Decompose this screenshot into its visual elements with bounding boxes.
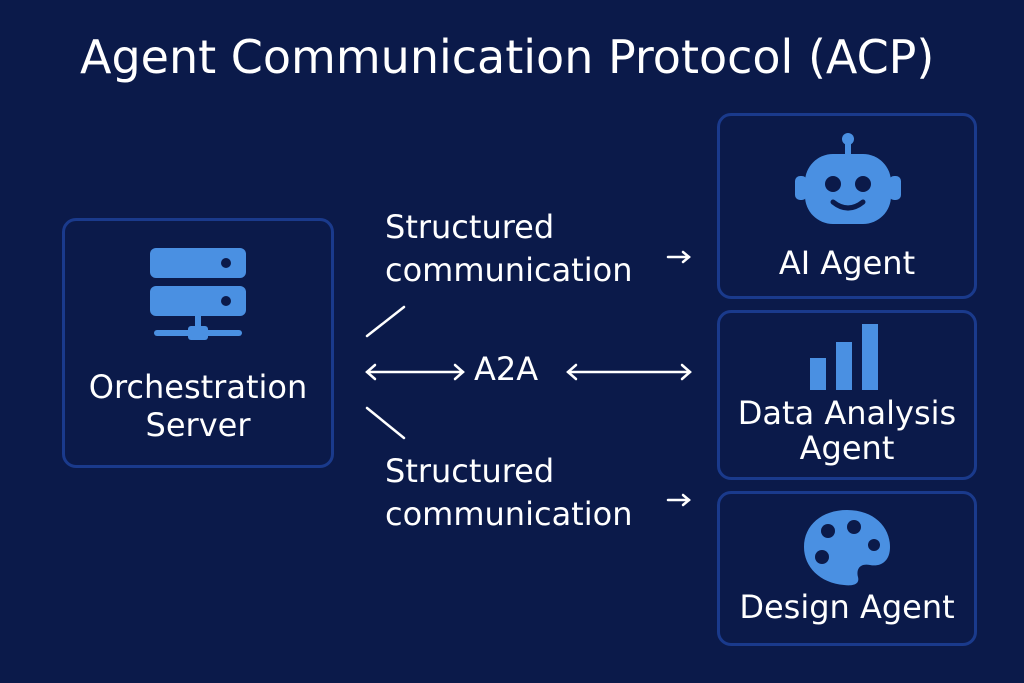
edge-label-a2a: A2A [474, 350, 539, 388]
server-label-line1: Orchestration [88, 368, 308, 406]
data-analysis-agent-label: Data Analysis Agent [717, 396, 977, 465]
orchestration-server-label: Orchestration Server [62, 368, 334, 445]
robot-icon [795, 133, 901, 224]
edge-label-bottom-line2: communication [385, 495, 633, 534]
diagram-title: Agent Communication Protocol (ACP) [80, 30, 935, 84]
bar-chart-icon [810, 324, 878, 390]
ai-agent-label: AI Agent [778, 244, 916, 282]
design-agent-label: Design Agent [739, 588, 955, 626]
server-label-line2: Server [145, 406, 251, 445]
edge-label-top: Structured communication [385, 206, 632, 292]
edge-label-top-line2: communication [385, 251, 633, 290]
edge-label-bottom-line1: Structured [385, 452, 555, 490]
edge-label-bottom: Structured communication [385, 450, 632, 536]
data-label-line1: Data Analysis [737, 394, 957, 432]
palette-icon [804, 510, 890, 586]
edge-label-top-line1: Structured [385, 208, 555, 246]
data-analysis-agent-node [717, 310, 977, 480]
data-label-line2: Agent [799, 428, 895, 467]
server-icon [150, 248, 246, 340]
